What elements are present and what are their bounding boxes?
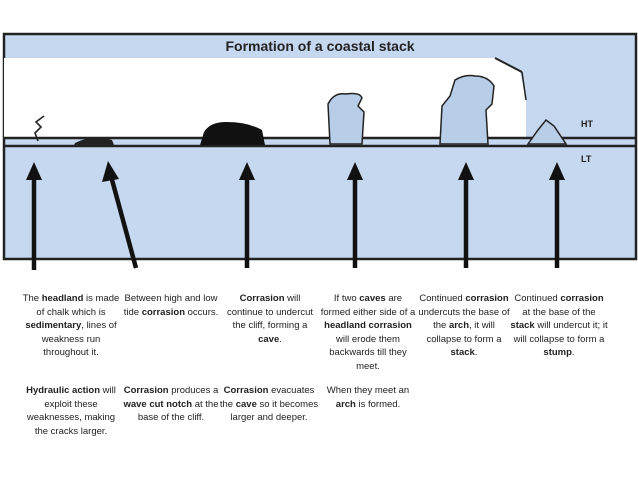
caption-undercut: Corrasion will continue to undercut the … — [226, 293, 314, 345]
caption-hydraulic-action: Hydraulic action will exploit these weak… — [26, 385, 116, 437]
caption-corrasion: Between high and low tide corrasion occu… — [123, 293, 219, 318]
wave-cut-notch — [74, 137, 114, 145]
caption-two-caves: If two caves are formed either side of a… — [320, 293, 416, 372]
cliff-outline — [494, 57, 523, 73]
arrow-6-head — [549, 162, 565, 180]
caption-cave-evacuation: Corrasion evacuates the cave so it becom… — [219, 385, 319, 424]
stack-rock — [439, 74, 495, 145]
cave — [200, 122, 265, 145]
stump-rock — [526, 118, 568, 145]
crack — [34, 115, 45, 142]
caption-stump: Continued corrasion at the base of the s… — [510, 293, 608, 359]
caption-wave-cut-notch: Corrasion produces a wave cut notch at t… — [123, 385, 219, 424]
cliff — [4, 58, 526, 138]
arrow-4-head — [347, 162, 363, 180]
high-tide-label: HT — [581, 119, 593, 129]
caption-headland: The headland is made of chalk which is s… — [22, 293, 120, 359]
arrow-1-head — [26, 162, 42, 180]
caption-arch-formed: When they meet an arch is formed. — [326, 385, 410, 410]
low-tide-label: LT — [581, 154, 592, 164]
arrow-5-head — [458, 162, 474, 180]
caption-stack: Continued corrasion undercuts the base o… — [418, 293, 510, 359]
arch-rock — [327, 92, 365, 145]
arrow-2 — [108, 175, 139, 269]
cliff-outline-lower — [521, 71, 527, 101]
arrow-3-head — [239, 162, 255, 180]
arrow-2-head — [102, 161, 119, 182]
diagram-title: Formation of a coastal stack — [225, 38, 415, 54]
arrows — [26, 161, 565, 270]
